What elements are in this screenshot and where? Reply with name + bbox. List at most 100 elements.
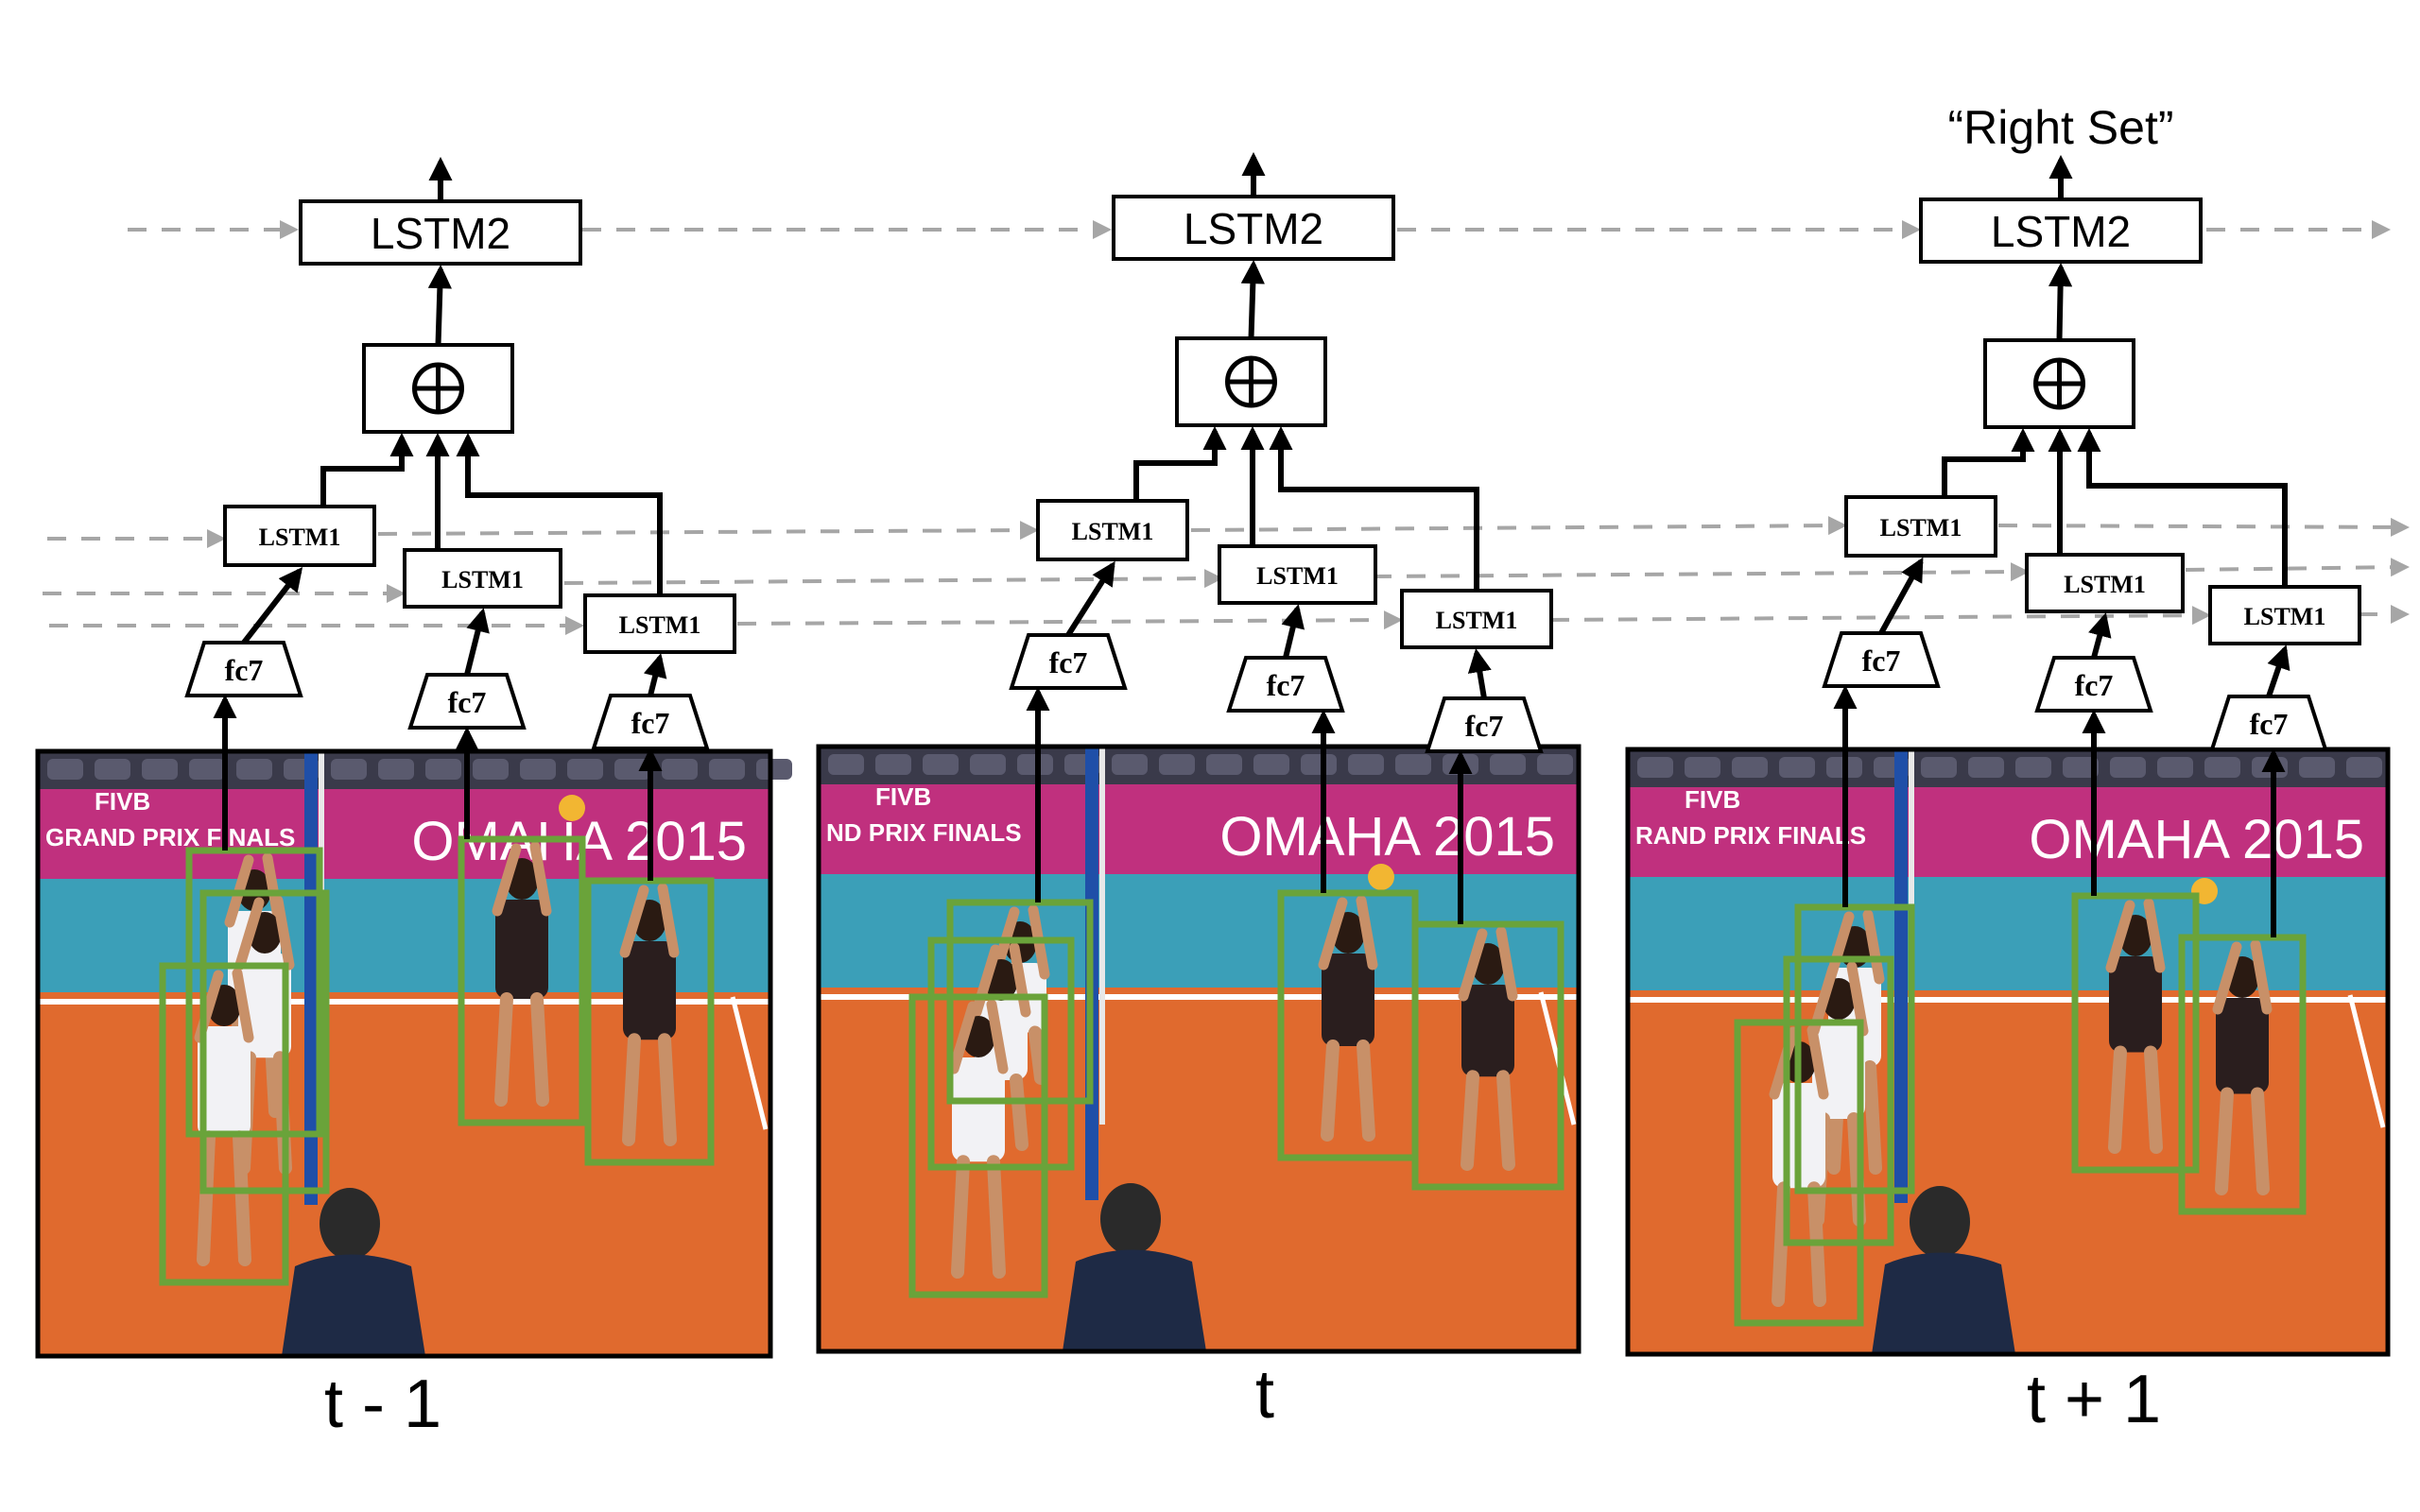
player-arm <box>232 968 254 1043</box>
seat <box>970 754 1006 775</box>
seat <box>95 759 130 780</box>
output-label: “Right Set” <box>1948 101 2174 154</box>
fc7-to-lstm1-arrow <box>1281 604 1305 659</box>
lstm2-block: LSTM2 <box>299 199 582 266</box>
lstm2-label: LSTM2 <box>1184 204 1323 253</box>
fc7-layer: fc7 <box>1009 633 1128 690</box>
pooling-sum-block <box>1983 338 2135 429</box>
player-torso <box>623 941 676 1040</box>
player-arm <box>619 885 649 958</box>
seat <box>2063 757 2099 778</box>
seat <box>1301 754 1337 775</box>
fc7-layer: fc7 <box>1226 656 1345 713</box>
volleyball <box>1368 864 1394 890</box>
seat <box>47 759 83 780</box>
lstm1-label: LSTM1 <box>2064 571 2146 598</box>
lstm1-label: LSTM1 <box>1256 562 1339 590</box>
fc7-trapezoid <box>184 641 303 697</box>
player-leg <box>1357 1040 1375 1142</box>
player-arm <box>948 1001 978 1074</box>
player-arm <box>234 897 265 971</box>
fc7-trapezoid <box>1425 696 1544 753</box>
lstm2-label: LSTM2 <box>371 209 510 258</box>
court-floor <box>1628 990 2388 1354</box>
lstm1-c-recurrence-2 <box>1549 606 2211 626</box>
lstm1-label: LSTM1 <box>259 524 341 551</box>
player-leg <box>951 1155 970 1279</box>
seat <box>1921 757 1957 778</box>
referee-body <box>1063 1249 1206 1351</box>
seat <box>473 759 509 780</box>
player-torso <box>1461 985 1514 1077</box>
lstm2-label: LSTM2 <box>1991 207 2131 256</box>
lstm1-box <box>1218 544 1377 605</box>
person-bounding-box <box>2071 892 2200 1174</box>
lstm1-to-pool-arrow <box>456 432 663 595</box>
seat <box>614 759 650 780</box>
seat <box>828 754 864 775</box>
lstm1-a-recurrence-2 <box>1190 516 1847 536</box>
player-torso <box>2216 998 2269 1094</box>
lstm1-label: LSTM1 <box>1880 514 1962 541</box>
lstm1-block: LSTM1 <box>1218 544 1377 605</box>
person-bounding-box <box>946 899 1094 1105</box>
court-sideline <box>730 996 769 1130</box>
seat <box>875 754 911 775</box>
player-arm <box>529 841 552 917</box>
person-bounding-box <box>1794 903 1915 1194</box>
player-torso <box>495 900 548 999</box>
seat <box>2157 757 2193 778</box>
player-leg <box>987 1155 1006 1279</box>
seat <box>567 759 603 780</box>
fc7-trapezoid <box>591 694 710 750</box>
lstm1-block: LSTM1 <box>1844 495 1997 558</box>
fc7-to-lstm1-arrow <box>1878 557 1924 635</box>
seat <box>142 759 178 780</box>
lstm1-label: LSTM1 <box>1072 518 1154 545</box>
player-leg <box>494 992 513 1107</box>
frame-border <box>1625 747 2391 1357</box>
event-logo-text: OMAHA 2015 <box>2029 809 2364 870</box>
pool-to-lstm2-arrow <box>2048 262 2073 341</box>
lstm1-b-recurrence-out <box>2185 558 2410 577</box>
player-arm <box>1318 897 1348 971</box>
fc7-label: fc7 <box>1049 645 1088 679</box>
player-leg <box>1863 1060 1882 1175</box>
fc7-label: fc7 <box>631 706 670 740</box>
lstm2-box <box>1112 195 1395 261</box>
lstm1-label: LSTM1 <box>441 566 524 593</box>
player-arm <box>1009 942 1031 1018</box>
person-bounding-box <box>1411 920 1564 1191</box>
person-bounding-box <box>199 889 330 1194</box>
lstm1-c-recurrence-1 <box>736 610 1403 630</box>
person-bounding-box <box>1734 1019 1864 1327</box>
banner-text: RAND PRIX FINALS <box>1635 821 1866 850</box>
court-surround <box>819 874 1579 988</box>
player-arm <box>272 895 295 971</box>
referee-head <box>1910 1186 1970 1258</box>
lstm1-block: LSTM1 <box>2208 585 2361 645</box>
fc7-layer: fc7 <box>1822 631 1941 688</box>
seat <box>1537 754 1573 775</box>
seat <box>923 754 959 775</box>
lstm1-to-pool-arrow <box>1942 427 2035 497</box>
seat <box>331 759 367 780</box>
fc7-trapezoid <box>1226 656 1345 713</box>
fc7-label: fc7 <box>2250 707 2289 741</box>
lstm1-to-pool-arrow <box>320 432 414 507</box>
player-arm <box>971 944 1001 1018</box>
player-arm <box>1495 926 1518 1002</box>
player-figure <box>619 883 680 1146</box>
seat <box>1732 757 1768 778</box>
player-figure <box>2212 939 2273 1195</box>
time-step-label: t - 1 <box>324 1366 441 1442</box>
fc7-layer: fc7 <box>1425 696 1544 753</box>
player-leg <box>1461 1070 1479 1171</box>
fc7-to-lstm1-arrow <box>1467 648 1492 699</box>
lstm1-box <box>403 548 562 609</box>
seat <box>709 759 745 780</box>
lstm1-to-pool-arrow <box>2077 427 2288 587</box>
fc7-layer: fc7 <box>2034 656 2153 713</box>
fc7-to-lstm1-arrow <box>2088 612 2112 659</box>
